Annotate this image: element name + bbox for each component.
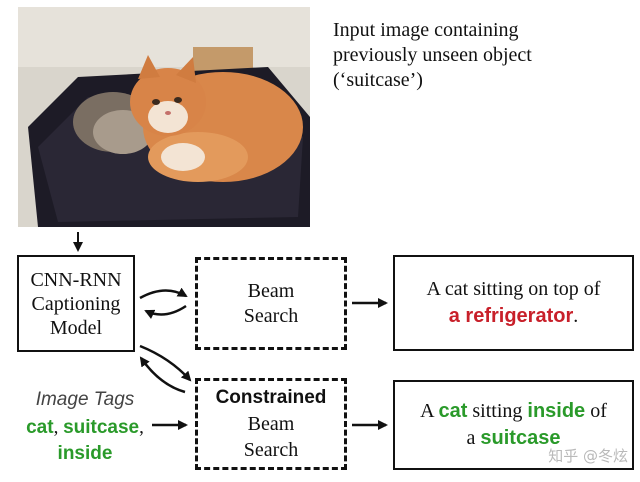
tag-cat: cat [26,417,54,438]
beam-line-2: Search [243,304,299,327]
output2-tag-cat: cat [438,400,468,422]
caption-line-1: Input image containing [333,19,519,41]
tag-separator: , [53,417,64,438]
watermark: 知乎 @冬炫 [548,447,628,465]
model-line-3: Model [49,316,103,339]
arrow-model-to-beam [139,287,188,300]
output1-line-1: A cat sitting on top of [426,278,601,300]
tag-suitcase: suitcase [63,417,140,438]
output2-word: of [585,400,607,422]
output-caption-unconstrained: A cat sitting on top of a refrigerator. [393,255,634,351]
output-caption-constrained: A cat sitting inside of a suitcase [393,380,634,470]
tag-separator: , [139,417,144,438]
output2-tag-suitcase: suitcase [480,427,561,449]
input-image-caption: Input image containing previously unseen… [333,18,633,93]
output1-highlight: a refrigerator [448,305,574,327]
tags-line-1: cat, suitcase, [10,415,160,441]
arrow-model-to-constrained [139,344,192,382]
output2-tag-inside: inside [527,400,586,422]
tags-line-2: inside [10,441,160,467]
image-tags-list: cat, suitcase, inside [10,415,160,467]
captioning-model-box: CNN-RNN Captioning Model [17,255,135,352]
constrained-line-2: Beam [247,413,295,435]
output2-word: sitting [467,400,528,422]
model-line-1: CNN-RNN [30,268,122,291]
constrained-beam-search-box: Constrained Beam Search [195,378,347,470]
input-photo [18,7,310,227]
arrow-constrained-to-model [139,356,186,394]
cat-in-suitcase-image [18,7,310,227]
model-line-2: Captioning [31,292,121,315]
beam-search-box: Beam Search [195,257,347,350]
output2-line-2: a suitcase [467,425,561,452]
output2-word: A [420,400,439,422]
constrained-line-1: Constrained [215,387,327,408]
caption-line-2: previously unseen object [333,44,532,66]
output1-line-2: a refrigerator. [449,303,579,330]
caption-line-3: (‘suitcase’) [333,69,423,91]
output2-word: a [466,427,481,449]
image-tags-title: Image Tags [35,389,135,410]
output2-line-1: A cat sitting inside of [420,398,607,425]
beam-line-1: Beam [247,279,295,302]
output1-period: . [573,305,579,327]
constrained-line-3: Search [243,439,299,461]
arrow-beam-to-model [144,304,187,319]
tag-inside: inside [57,443,113,464]
